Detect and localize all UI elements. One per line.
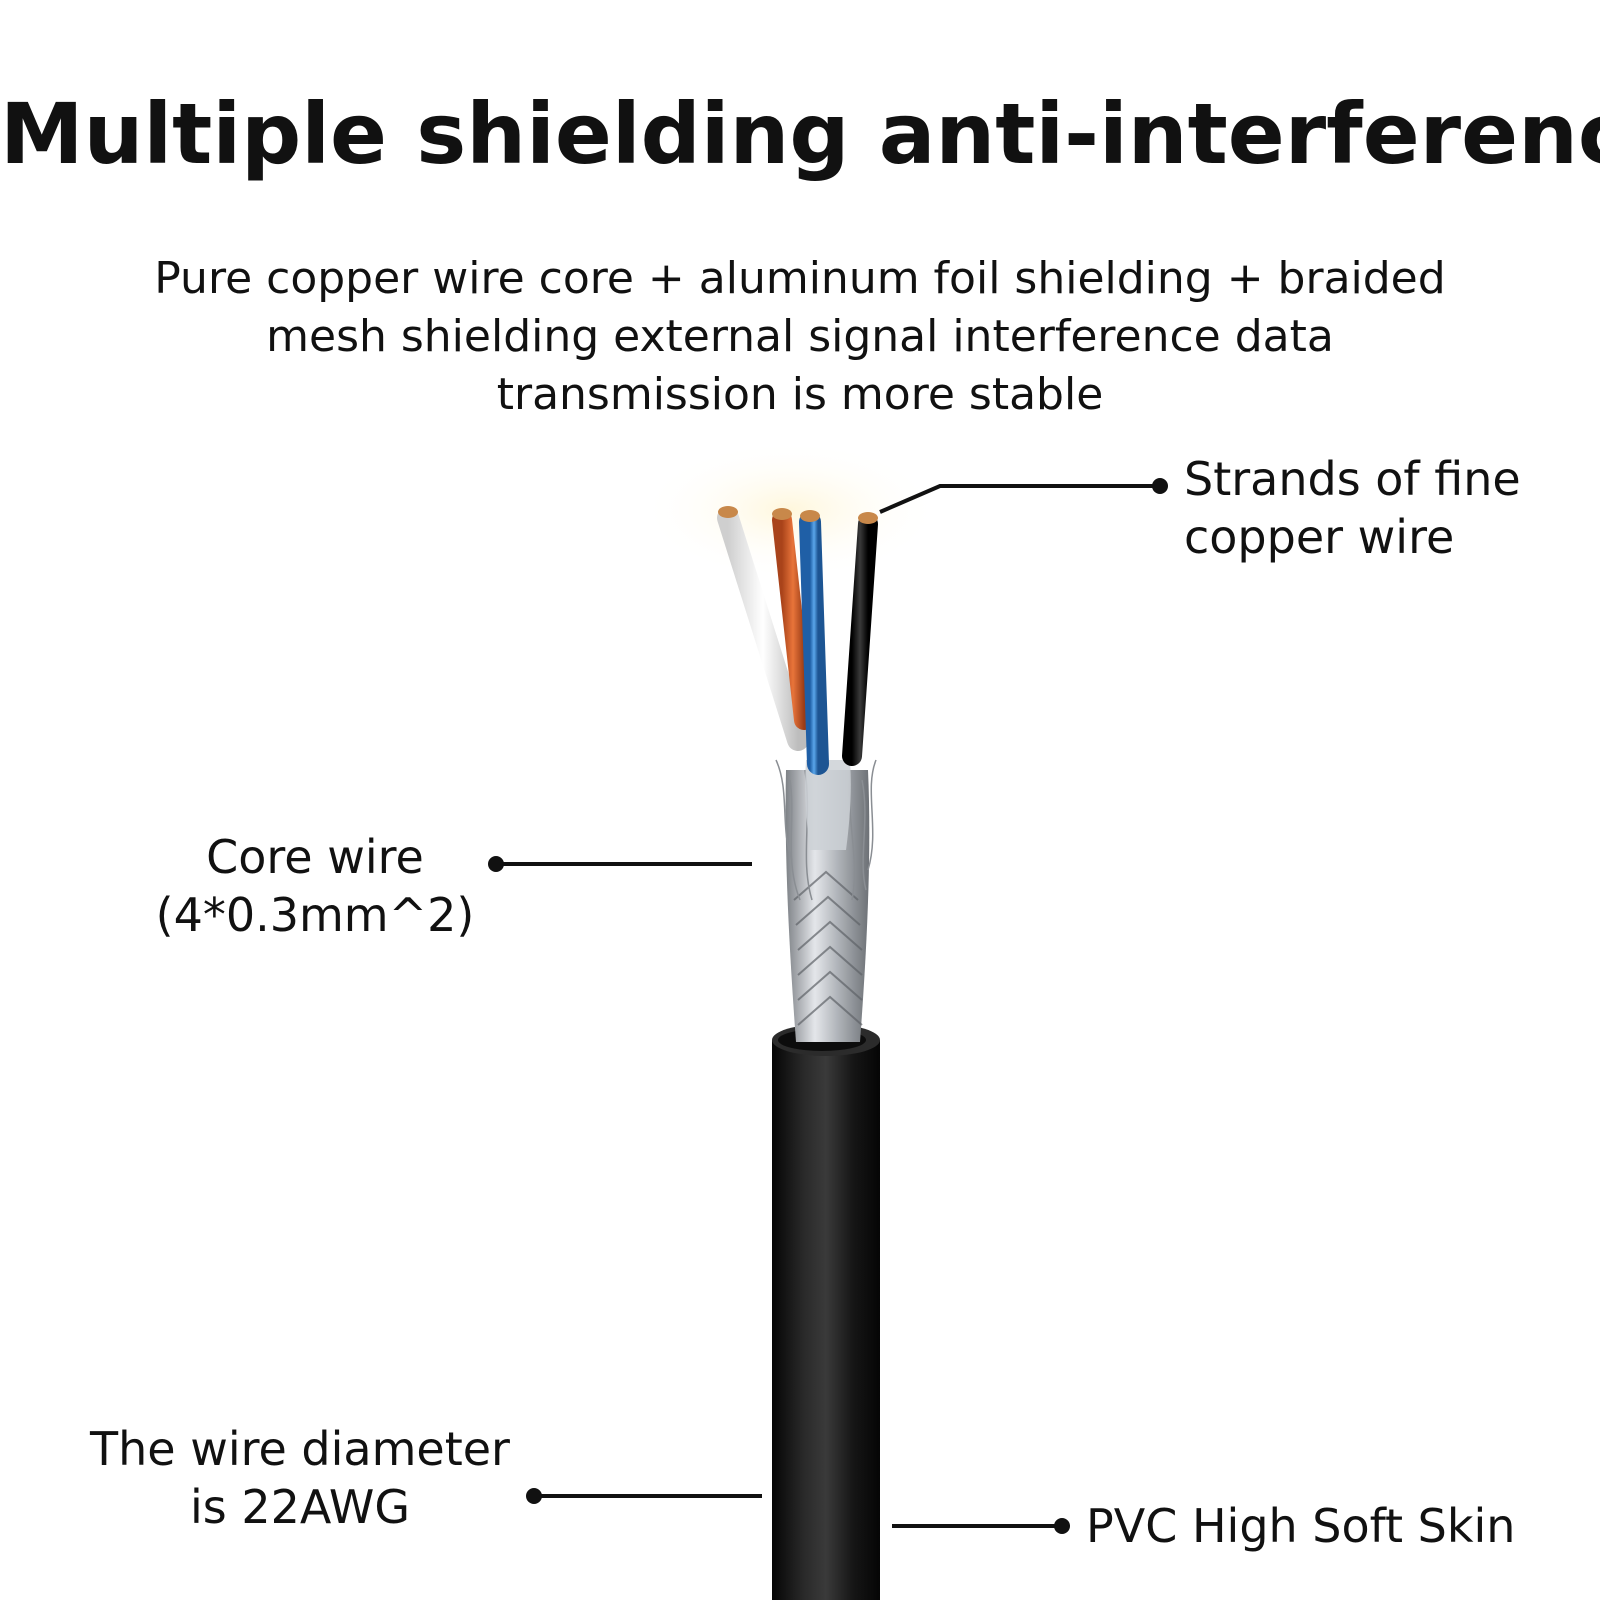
leader-dots: [488, 478, 1168, 1534]
blue-wire: [799, 511, 829, 775]
callout-core-line-2: (4*0.3mm^2): [155, 888, 475, 942]
black-wire: [842, 514, 878, 766]
pvc-jacket: [772, 1024, 880, 1600]
subtitle-line-1: Pure copper wire core + aluminum foil sh…: [154, 253, 1446, 304]
dot-strands: [1152, 478, 1168, 494]
subtitle: Pure copper wire core + aluminum foil sh…: [110, 250, 1490, 424]
callout-diameter-line-2: is 22AWG: [190, 1480, 410, 1534]
callout-core-line-1: Core wire: [206, 830, 424, 884]
headline: Multiple shielding anti-interference: [0, 85, 1600, 183]
callout-strands-line-2: copper wire: [1184, 510, 1455, 564]
callout-core: Core wire (4*0.3mm^2): [150, 828, 480, 944]
core-wires: [717, 506, 878, 775]
subtitle-line-3: transmission is more stable: [496, 369, 1104, 420]
subtitle-line-2: mesh shielding external signal interfere…: [266, 311, 1334, 362]
dot-jacket: [1054, 1518, 1070, 1534]
callout-jacket: PVC High Soft Skin: [1086, 1497, 1515, 1555]
orange-wire: [772, 510, 814, 730]
callout-strands: Strands of fine copper wire: [1184, 450, 1521, 566]
callout-jacket-line-1: PVC High Soft Skin: [1086, 1499, 1516, 1553]
braided-shield: [775, 759, 877, 1042]
leader-lines: [496, 484, 1160, 1528]
callout-diameter: The wire diameter is 22AWG: [80, 1420, 520, 1536]
copper-strand-tips: [718, 506, 878, 524]
leader-strands: [879, 484, 1160, 514]
dot-core: [488, 856, 504, 872]
callout-strands-line-1: Strands of fine: [1184, 452, 1521, 506]
white-wire: [717, 507, 809, 751]
callout-diameter-line-1: The wire diameter: [90, 1422, 510, 1476]
dot-diameter: [526, 1488, 542, 1504]
